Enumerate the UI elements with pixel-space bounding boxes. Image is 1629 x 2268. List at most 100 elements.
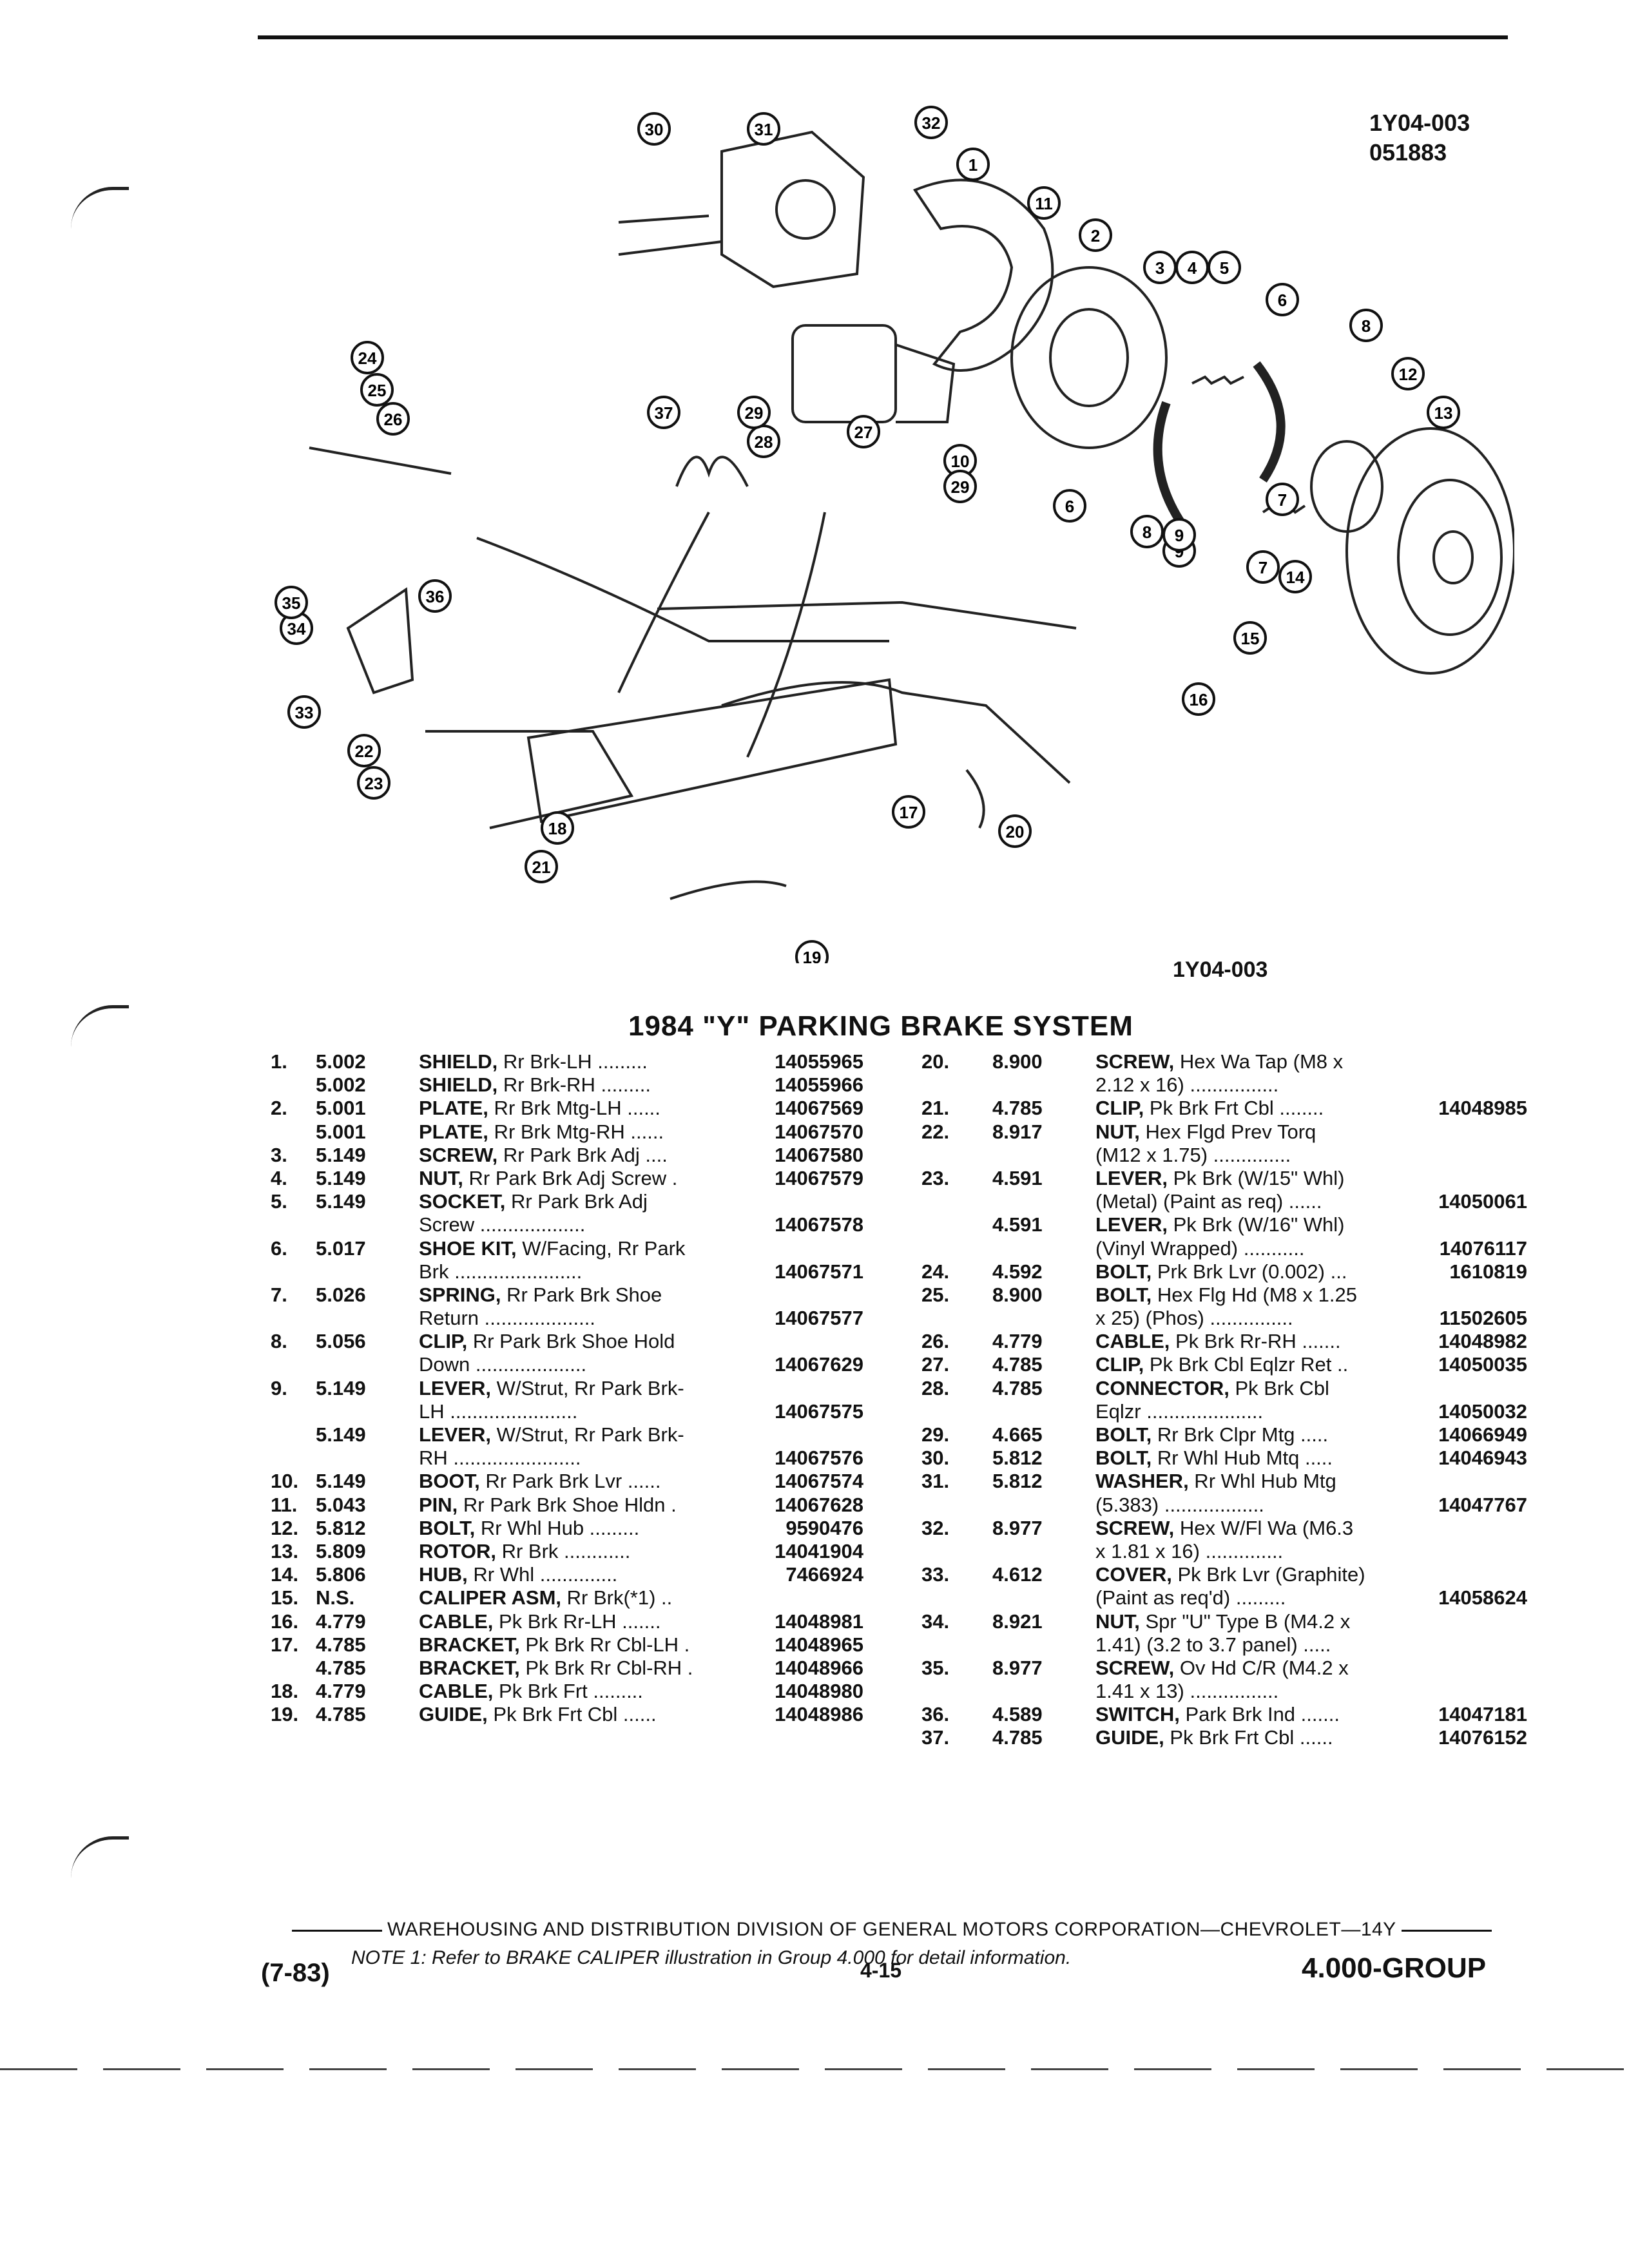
group-number: 5.001 — [316, 1097, 366, 1120]
guide-37 — [675, 456, 749, 487]
part-detail: Rr Brk Mtg-LH ...... — [488, 1097, 660, 1120]
group-number: 5.812 — [992, 1446, 1043, 1470]
item-number: 32. — [921, 1516, 950, 1539]
illustration-code-caption: 1Y04-003 — [1173, 957, 1268, 982]
callout-label: 8 — [1362, 316, 1371, 336]
part-description: CABLE, Pk Brk Frt ......... — [419, 1680, 643, 1703]
adjuster-spring — [1191, 375, 1244, 385]
callout-label: 18 — [548, 819, 567, 838]
item-number: 15. — [271, 1586, 299, 1610]
part-number: 14050061 — [1438, 1190, 1527, 1213]
part-number: 14076152 — [1438, 1726, 1527, 1749]
part-detail: Screw ................... — [419, 1213, 586, 1236]
footnote: NOTE 1: Refer to BRAKE CALIPER illustrat… — [351, 1947, 1072, 1968]
item-number: 33. — [921, 1563, 950, 1586]
part-description: WASHER, Rr Whl Hub Mtg — [1095, 1470, 1336, 1493]
group-number: 4.591 — [992, 1213, 1043, 1236]
parts-row: x 1.81 x 16) .............. — [909, 1540, 1527, 1563]
callout-label: 11 — [1035, 194, 1053, 213]
part-detail: Return .................... — [419, 1307, 595, 1330]
item-number: 24. — [921, 1260, 950, 1283]
callout-8: 8 — [1130, 515, 1164, 548]
callout-label: 9 — [1175, 526, 1184, 545]
part-detail: Rr Park Brk Adj — [505, 1190, 648, 1213]
lever-console-drawing — [526, 678, 898, 823]
callout-label: 7 — [1258, 558, 1268, 577]
group-number: 4.591 — [992, 1166, 1043, 1189]
item-number: 7. — [271, 1283, 287, 1306]
part-description: SPRING, Rr Park Brk Shoe — [419, 1283, 662, 1307]
part-description: (Metal) (Paint as req) ...... — [1095, 1190, 1322, 1213]
part-description: (M12 x 1.75) .............. — [1095, 1144, 1291, 1167]
callout-label: 27 — [854, 423, 873, 442]
part-description: PIN, Rr Park Brk Shoe Hldn . — [419, 1494, 677, 1517]
part-detail: Rr Whl .............. — [467, 1563, 618, 1586]
part-description: x 25) (Phos) ............... — [1095, 1307, 1293, 1330]
part-number: 14067629 — [775, 1353, 863, 1376]
part-detail: Rr Park Brk Lvr ...... — [479, 1470, 661, 1493]
callout-label: 4 — [1188, 258, 1197, 278]
part-description: BOLT, Prk Brk Lvr (0.002) ... — [1095, 1260, 1347, 1283]
part-name: GUIDE, — [1095, 1726, 1164, 1749]
part-description: RH ....................... — [419, 1446, 581, 1470]
part-detail: Pk Brk Rr Cbl-LH . — [519, 1633, 690, 1656]
callout-label: 22 — [355, 742, 374, 761]
footer-page-number: 4-15 — [860, 1959, 902, 1982]
part-detail: Pk Brk Rr Cbl-RH . — [519, 1656, 693, 1679]
part-detail: Prk Brk Lvr (0.002) ... — [1152, 1260, 1347, 1283]
group-number: 5.149 — [316, 1143, 366, 1166]
part-number: 14048981 — [775, 1610, 863, 1633]
part-description: Return .................... — [419, 1307, 595, 1330]
part-description: x 1.81 x 16) .............. — [1095, 1540, 1283, 1563]
part-name: ROTOR, — [419, 1539, 496, 1562]
callout-14: 14 — [1278, 560, 1312, 593]
item-number: 19. — [271, 1703, 299, 1726]
page-title: 1984 "Y" PARKING BRAKE SYSTEM — [628, 1010, 1133, 1042]
callout-label: 26 — [384, 410, 403, 429]
part-name: LEVER, — [1095, 1166, 1168, 1189]
part-detail: Pk Brk Frt Cbl ........ — [1144, 1097, 1324, 1120]
callout-36: 36 — [418, 579, 452, 613]
group-number: 5.809 — [316, 1539, 366, 1562]
callout-label: 10 — [951, 452, 970, 471]
part-detail: (Paint as req'd) ......... — [1095, 1586, 1286, 1610]
part-description: LEVER, W/Strut, Rr Park Brk- — [419, 1377, 684, 1400]
callout-label: 15 — [1241, 629, 1260, 648]
parts-row: 1.41) (3.2 to 3.7 panel) ..... — [909, 1633, 1527, 1657]
brake-shoe-lower — [1153, 401, 1196, 541]
part-number: 14067570 — [775, 1120, 863, 1143]
callout-6: 6 — [1053, 489, 1086, 523]
callout-label: 31 — [755, 120, 773, 139]
part-description: SWITCH, Park Brk Ind ....... — [1095, 1703, 1340, 1726]
part-detail: Rr Park Brk Shoe Hldn . — [458, 1493, 677, 1516]
group-number: 4.589 — [992, 1703, 1043, 1726]
part-description: CLIP, Rr Park Brk Shoe Hold — [419, 1330, 675, 1353]
part-description: Eqlzr ..................... — [1095, 1400, 1263, 1423]
part-name: SPRING, — [419, 1283, 501, 1306]
part-number: 14067580 — [775, 1143, 863, 1166]
part-detail: Pk Brk (W/16" Whl) — [1167, 1213, 1345, 1236]
part-number: 14046943 — [1438, 1446, 1527, 1470]
item-number: 12. — [271, 1516, 299, 1539]
part-detail: (Metal) (Paint as req) ...... — [1095, 1190, 1322, 1213]
group-number: 5.002 — [316, 1050, 366, 1073]
part-name: CALIPER ASM, — [419, 1586, 562, 1610]
callout-7: 7 — [1266, 483, 1299, 516]
part-detail: W/Strut, Rr Park Brk- — [490, 1423, 684, 1446]
part-number: 14050032 — [1438, 1399, 1527, 1423]
callout-label: 23 — [365, 774, 383, 793]
item-number: 6. — [271, 1236, 287, 1260]
part-name: SCREW, — [1095, 1516, 1175, 1539]
item-number: 20. — [921, 1050, 950, 1073]
part-detail: Rr Whl Hub Mtg — [1188, 1470, 1336, 1493]
